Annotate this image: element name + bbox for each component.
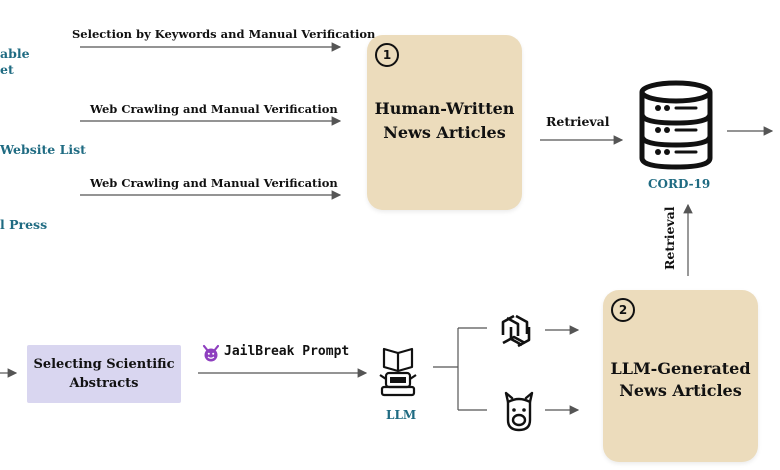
- llm-box-line1: LLM-Generated: [610, 359, 751, 378]
- human-written-box: 1 Human-Written News Articles: [367, 35, 522, 210]
- source-1: able et: [0, 46, 30, 78]
- cord19-label: CORD-19: [648, 177, 711, 191]
- openai-logo-icon: [501, 314, 531, 348]
- robot-reading-icon: [379, 347, 417, 397]
- abstracts-line2: Abstracts: [69, 376, 139, 391]
- label-crawl2: Web Crawling and Manual Verification: [90, 176, 338, 190]
- human-box-line1: Human-Written: [374, 99, 515, 118]
- label-keywords: Selection by Keywords and Manual Verific…: [72, 27, 376, 41]
- source-2: Website List: [0, 142, 86, 157]
- llm-box-line2: News Articles: [619, 381, 742, 400]
- source-3: l Press: [0, 217, 48, 232]
- step-badge-1: 1: [375, 43, 399, 67]
- human-box-line2: News Articles: [383, 123, 506, 142]
- source-1-line1: able: [0, 46, 30, 61]
- label-crawl1: Web Crawling and Manual Verification: [90, 102, 338, 116]
- source-1-line2: et: [0, 62, 14, 77]
- abstracts-line1: Selecting Scientific: [33, 357, 175, 372]
- label-jailbreak: JailBreak Prompt: [224, 344, 350, 359]
- devil-icon: [202, 344, 220, 362]
- database-server-icon: [639, 80, 713, 170]
- llm-label: LLM: [386, 408, 417, 422]
- llama-icon: [504, 391, 534, 432]
- selecting-abstracts-box: Selecting Scientific Abstracts: [27, 345, 181, 403]
- label-retrieval-v: Retrieval: [662, 206, 677, 270]
- step-badge-2: 2: [611, 298, 635, 322]
- label-retrieval-h: Retrieval: [546, 114, 610, 129]
- llm-generated-box: 2 LLM-Generated News Articles: [603, 290, 758, 462]
